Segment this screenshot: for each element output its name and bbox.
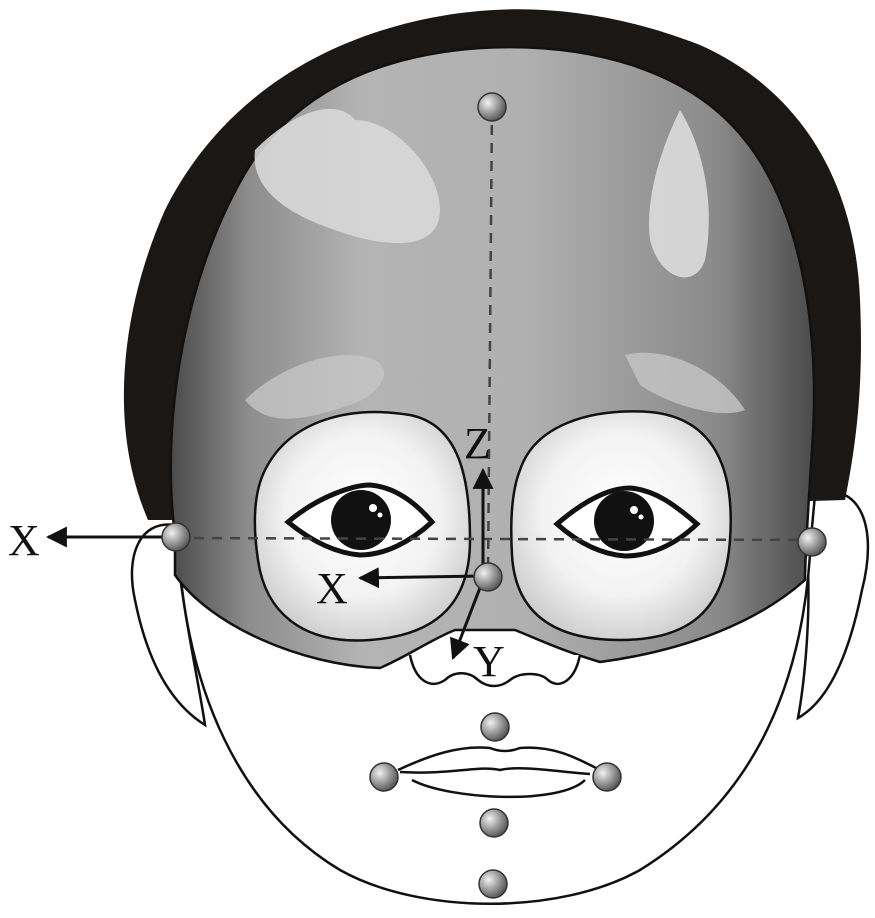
right-mouth-corner-marker bbox=[593, 763, 621, 791]
upper-lip-marker bbox=[481, 713, 509, 741]
z-label: Z bbox=[464, 419, 491, 468]
nasion-marker bbox=[474, 563, 502, 591]
top-of-head-marker bbox=[478, 93, 506, 121]
outer-x-label: X bbox=[8, 516, 40, 565]
lower-lip-marker bbox=[480, 809, 508, 837]
inner-x-label: X bbox=[316, 564, 348, 613]
chin-marker bbox=[479, 870, 507, 898]
left-mouth-corner-marker bbox=[370, 763, 398, 791]
inner-x-axis-arrow bbox=[360, 576, 483, 578]
y-label: Y bbox=[473, 637, 505, 686]
right-temple-marker bbox=[798, 528, 826, 556]
left-temple-marker bbox=[162, 523, 190, 551]
